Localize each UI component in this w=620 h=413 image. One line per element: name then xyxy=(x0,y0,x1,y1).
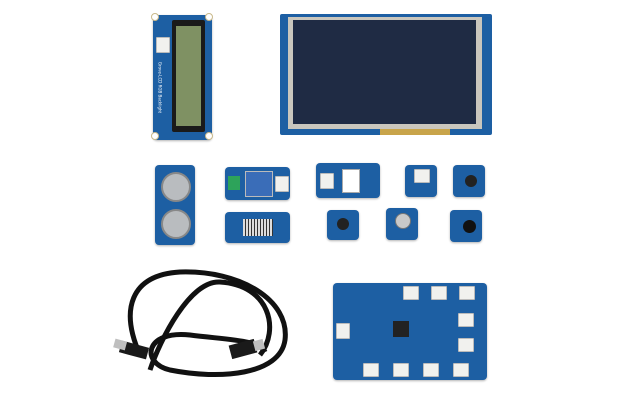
buzzer-module xyxy=(450,210,482,242)
usb-b-plug-housing xyxy=(228,338,258,360)
sensor-module xyxy=(405,165,437,197)
grove-connector xyxy=(336,323,350,339)
photoresistor xyxy=(395,213,411,229)
grove-connector xyxy=(275,176,289,192)
mounting-hole xyxy=(151,132,159,140)
ultrasonic-transducer xyxy=(161,209,191,239)
led-bar xyxy=(243,219,273,236)
button-module xyxy=(327,210,359,240)
terminal-block xyxy=(228,176,240,190)
lcd-glass xyxy=(176,26,201,126)
grove-base-shield xyxy=(333,283,487,380)
mounting-hole xyxy=(205,13,213,21)
cable-loop xyxy=(147,279,273,371)
relay xyxy=(245,171,273,197)
buzzer xyxy=(463,220,476,233)
push-button xyxy=(337,218,349,230)
sound-sensor-module xyxy=(453,165,485,197)
grove-connector xyxy=(458,313,474,327)
grove-connector xyxy=(156,37,170,53)
grove-connector xyxy=(453,363,469,377)
grove-connector xyxy=(403,286,419,300)
grove-connector xyxy=(414,169,430,183)
lcd-rgb-backlight-module: Grove-LCD RGB Backlight xyxy=(151,13,213,140)
mounting-hole xyxy=(151,13,159,21)
grove-connector xyxy=(320,173,334,189)
grove-connector xyxy=(458,338,474,352)
microcontroller-chip xyxy=(393,321,409,337)
grove-connector xyxy=(459,286,475,300)
flex-cable xyxy=(380,129,450,135)
grove-connector xyxy=(363,363,379,377)
lcd-label: Grove-LCD RGB Backlight xyxy=(157,61,163,114)
usb-a-plug-housing xyxy=(118,340,150,360)
temperature-humidity-sensor-module xyxy=(316,163,380,198)
screen xyxy=(293,20,476,124)
cable-loop xyxy=(127,269,288,378)
grove-connector xyxy=(431,286,447,300)
usb-cable xyxy=(113,269,288,378)
relay-module xyxy=(225,167,290,200)
ultrasonic-transducer xyxy=(161,172,191,202)
lcd-display xyxy=(172,20,205,132)
grove-connector xyxy=(393,363,409,377)
usb-a-plug-tip xyxy=(113,338,128,351)
led-bar-module xyxy=(225,212,290,243)
touchscreen-display xyxy=(280,14,492,135)
mounting-hole xyxy=(205,132,213,140)
dht-sensor xyxy=(342,169,360,193)
ultrasonic-ranger-module xyxy=(155,165,195,245)
usb-b-plug-tip xyxy=(252,338,266,352)
grove-connector xyxy=(423,363,439,377)
microphone xyxy=(465,175,477,187)
light-sensor-module xyxy=(386,208,418,240)
